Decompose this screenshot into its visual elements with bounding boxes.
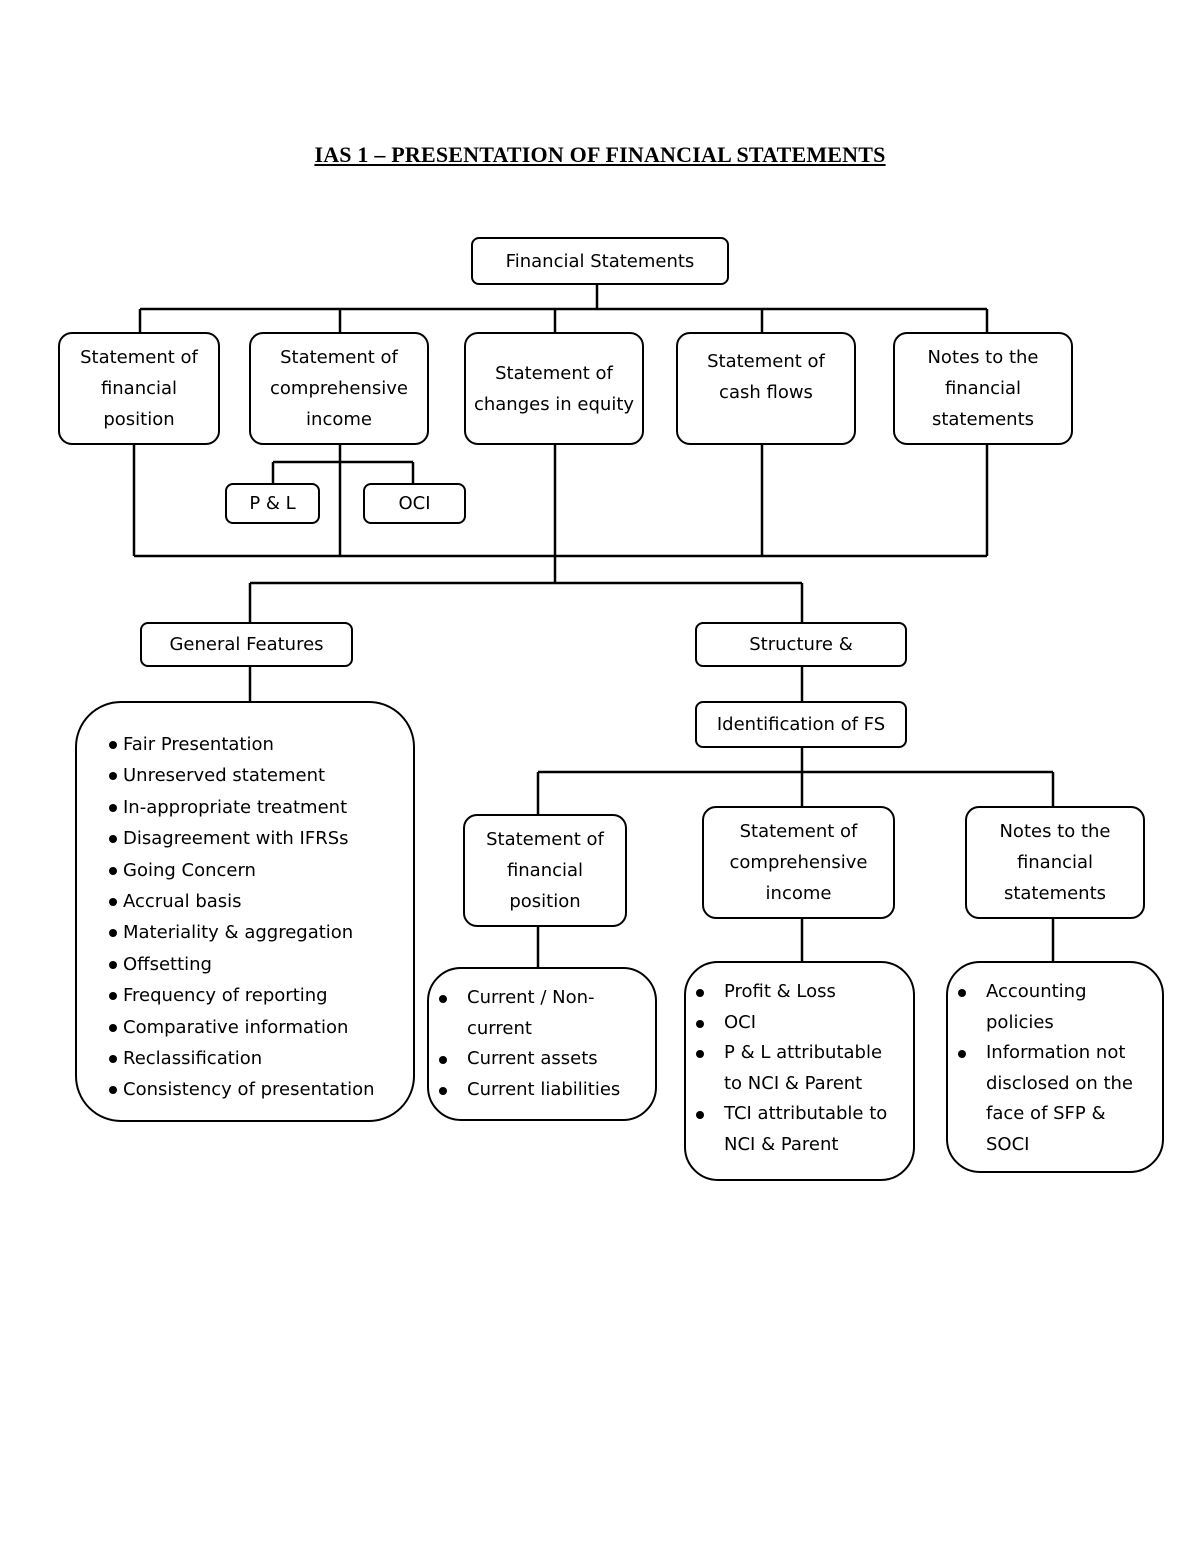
list-item: Information not disclosed on the face of… [948, 1038, 1162, 1160]
root-financial-statements: Financial Statements [471, 237, 729, 285]
bullet-icon [439, 1086, 447, 1095]
branch-notes: Notes to the financial statements [965, 806, 1145, 919]
identification-label: Identification of FS [716, 714, 886, 735]
bullet-icon [109, 835, 117, 844]
bullet-icon [109, 1023, 117, 1032]
bullet-icon [439, 995, 447, 1003]
bullet-icon [109, 960, 117, 969]
statement-label: Statement of comprehensive income [270, 347, 408, 430]
notes-financial-statements: Notes to the financial statements [893, 332, 1073, 445]
statement-label: Notes to the financial statements [927, 347, 1039, 430]
bullet-icon [696, 1019, 704, 1028]
bullet-icon [109, 929, 117, 938]
general-features-label: General Features [169, 634, 324, 655]
list-item: Current assets [429, 1044, 655, 1075]
list-item: Current liabilities [429, 1075, 655, 1106]
bullet-icon [109, 1086, 117, 1095]
list-item: Materiality & aggregation [109, 917, 413, 948]
branch-label: Statement of financial position [486, 829, 604, 912]
bullet-icon [109, 772, 117, 781]
list-item: Frequency of reporting [109, 980, 413, 1011]
list-item: In-appropriate treatment [109, 792, 413, 823]
list-item: Profit & Loss [686, 977, 913, 1008]
list-item: Consistency of presentation [109, 1074, 413, 1105]
general-features-box: General Features [140, 622, 353, 667]
branch-comprehensive-income: Statement of comprehensive income [702, 806, 895, 919]
bullet-icon [109, 898, 117, 907]
statement-changes-in-equity: Statement of changes in equity [464, 332, 644, 445]
statement-label: Statement of financial position [80, 347, 198, 430]
oci-label: OCI [398, 493, 431, 514]
financial-position-list: Current / Non-current Current assets Cur… [427, 967, 657, 1121]
bullet-icon [696, 1050, 704, 1058]
bullet-icon [109, 1055, 117, 1064]
structure-label: Structure & [749, 634, 853, 655]
list-item: Fair Presentation [109, 729, 413, 760]
bullet-icon [109, 866, 117, 875]
list-item: Accounting policies [948, 977, 1162, 1038]
oci-box: OCI [363, 483, 466, 524]
bullet-icon [439, 1056, 447, 1064]
branch-label: Notes to the financial statements [999, 821, 1111, 904]
notes-list: Accounting policies Information not disc… [946, 961, 1164, 1173]
pl-box: P & L [225, 483, 320, 524]
list-item: Disagreement with IFRSs [109, 823, 413, 854]
statement-label: Statement of cash flows [707, 351, 825, 403]
bullet-icon [696, 1111, 704, 1119]
bullet-icon [109, 741, 117, 749]
list-item: P & L attributable to NCI & Parent [686, 1038, 913, 1099]
statement-label: Statement of changes in equity [473, 362, 635, 415]
list-item: Comparative information [109, 1012, 413, 1043]
pl-label: P & L [249, 493, 296, 514]
list-item: Accrual basis [109, 886, 413, 917]
structure-box: Structure & [695, 622, 907, 667]
list-item: Current / Non-current [429, 983, 655, 1044]
list-item: OCI [686, 1008, 913, 1039]
general-features-list: Fair Presentation Unreserved statement I… [75, 701, 415, 1122]
bullet-icon [109, 803, 117, 812]
comprehensive-income-list: Profit & Loss OCI P & L attributable to … [684, 961, 915, 1181]
root-label: Financial Statements [505, 250, 695, 272]
statement-cash-flows: Statement of cash flows [676, 332, 856, 445]
branch-label: Statement of comprehensive income [729, 821, 868, 904]
statement-financial-position: Statement of financial position [58, 332, 220, 445]
bullet-icon [696, 989, 704, 997]
bullet-icon [109, 992, 117, 1001]
list-item: Offsetting [109, 949, 413, 980]
page-title: IAS 1 – PRESENTATION OF FINANCIAL STATEM… [314, 142, 886, 167]
list-item: Unreserved statement [109, 760, 413, 791]
bullet-icon [958, 989, 966, 997]
list-item: Going Concern [109, 855, 413, 886]
list-item: Reclassification [109, 1043, 413, 1074]
bullet-icon [958, 1050, 966, 1058]
list-item: TCI attributable to NCI & Parent [686, 1099, 913, 1160]
branch-financial-position: Statement of financial position [463, 814, 627, 927]
statement-comprehensive-income: Statement of comprehensive income [249, 332, 429, 445]
identification-box: Identification of FS [695, 701, 907, 748]
